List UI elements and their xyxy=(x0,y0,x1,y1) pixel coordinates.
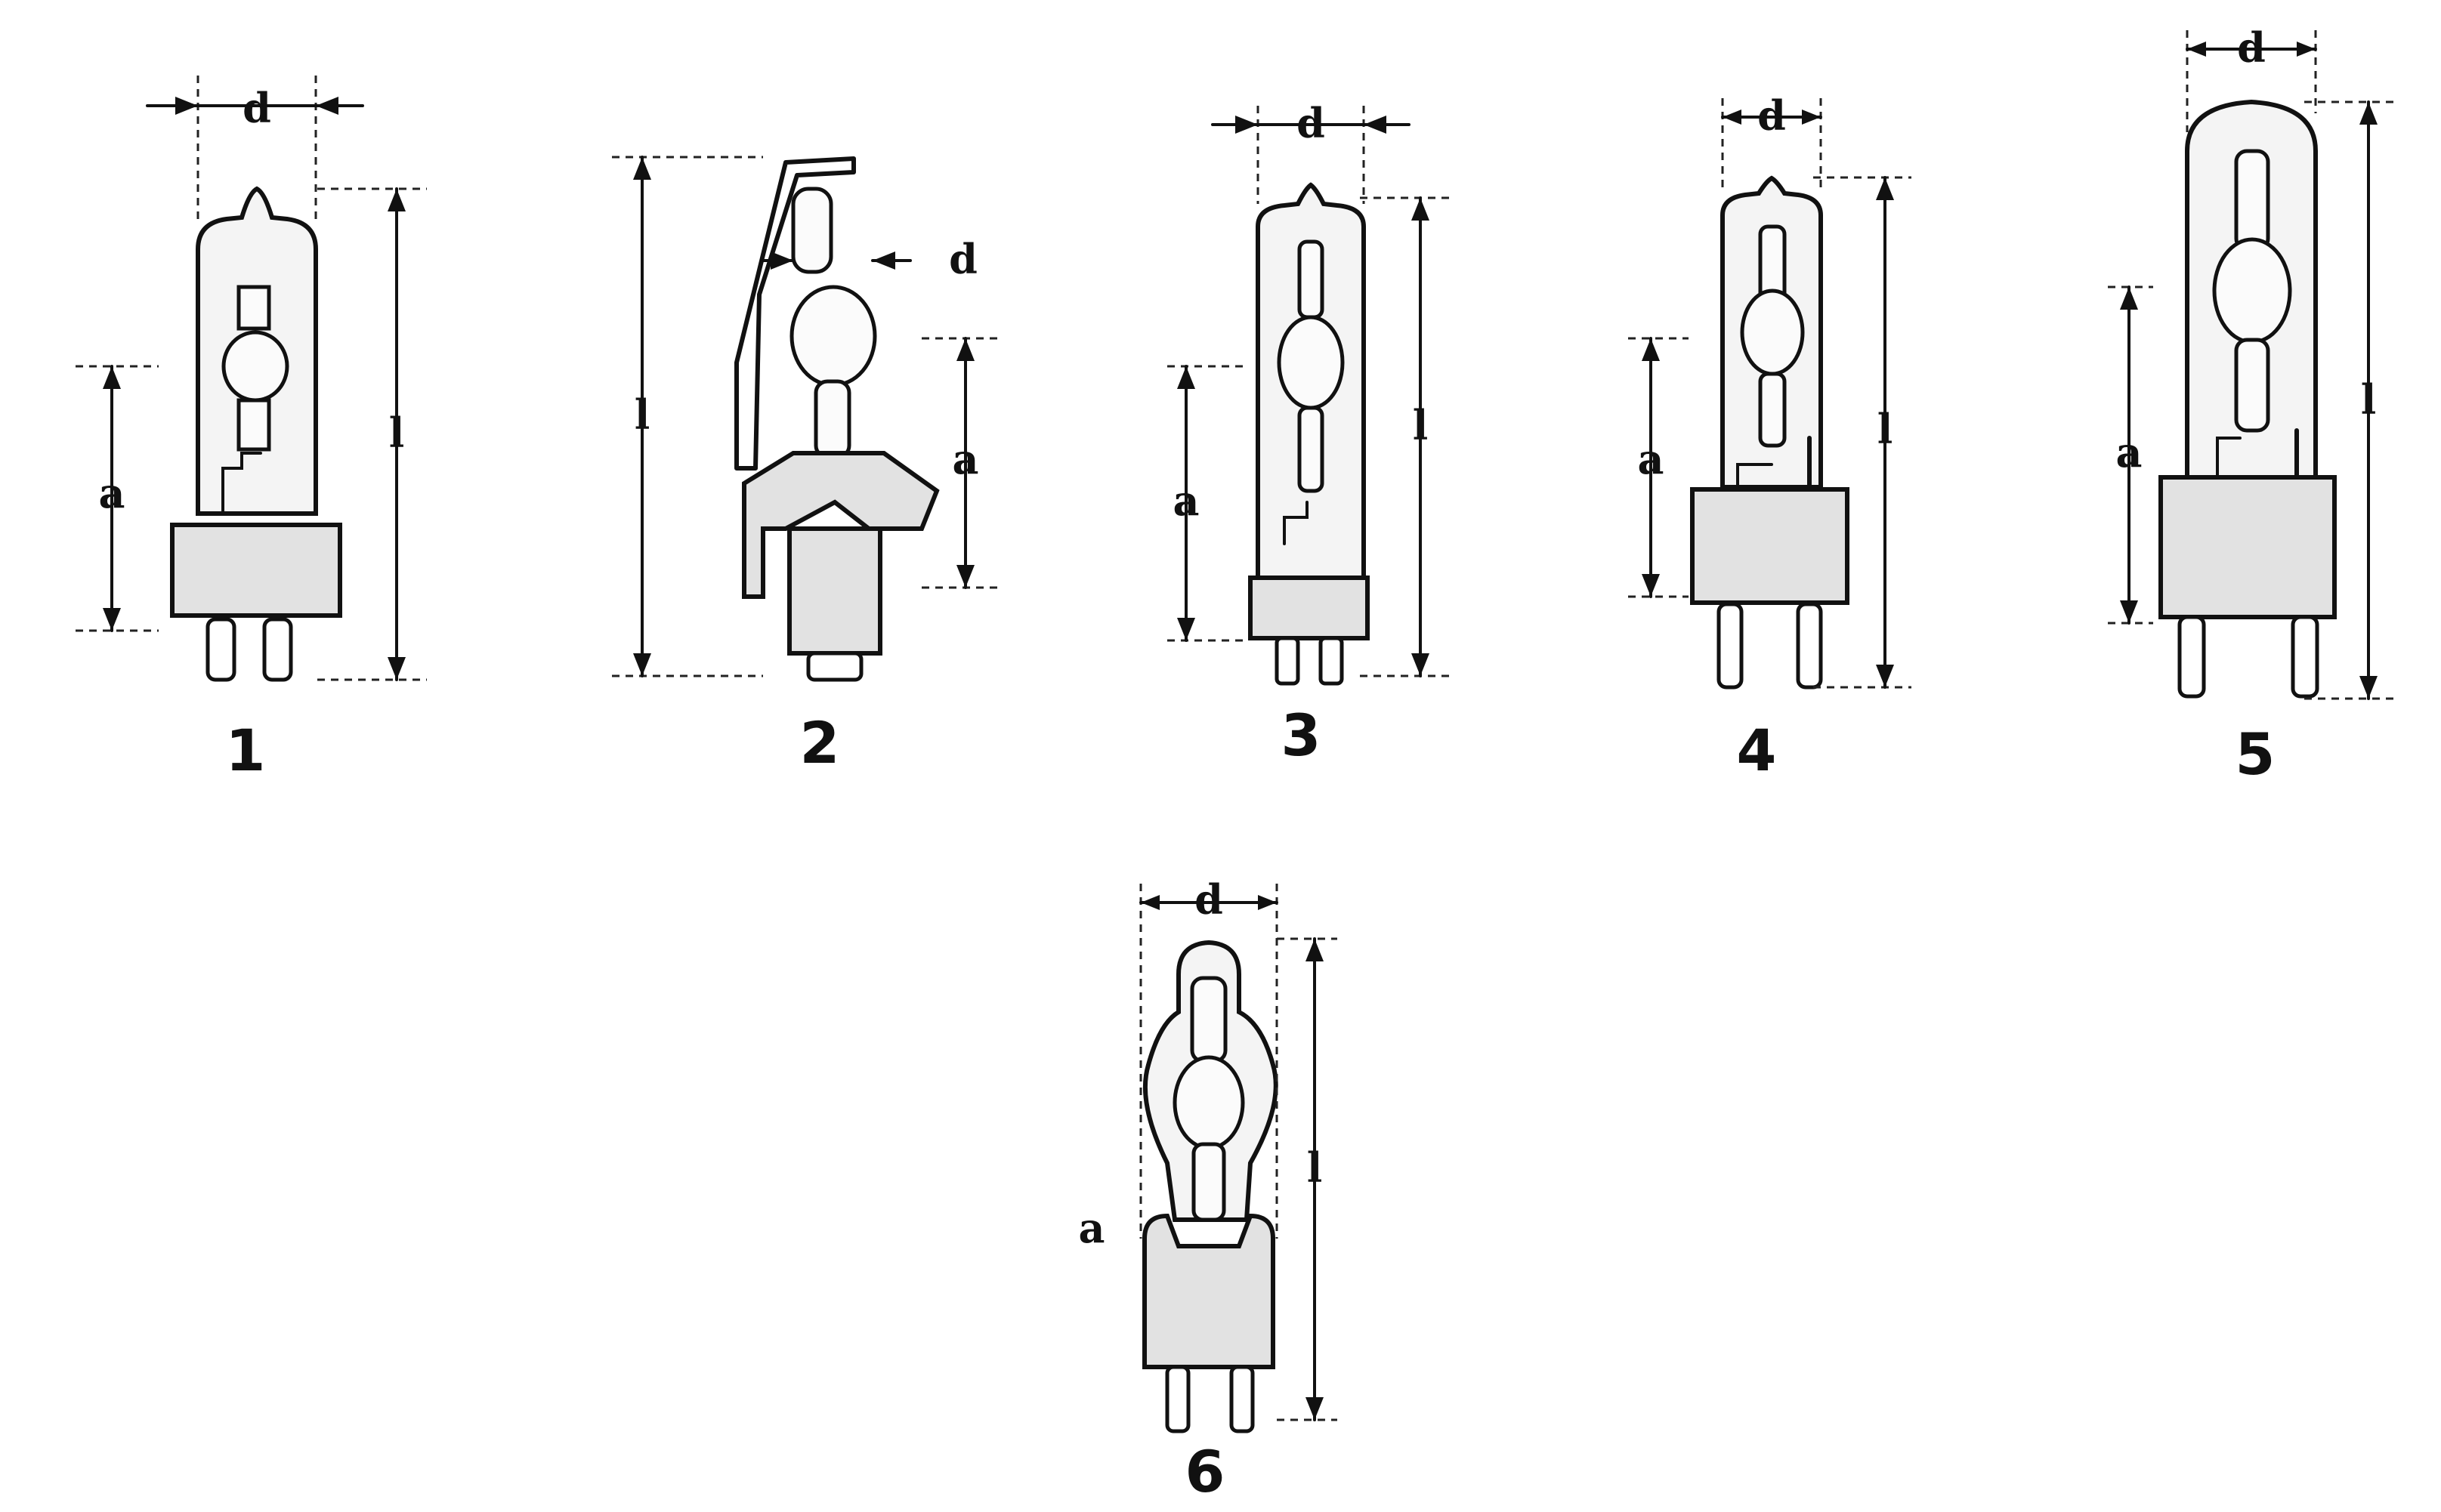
lamp-2-label-l: l xyxy=(635,390,650,439)
lamp-figure-6: d a l 6 xyxy=(1079,875,1337,1505)
lamp-5-drawing xyxy=(2158,99,2337,699)
lamp-5-label-a: a xyxy=(2116,428,2143,477)
lamp-5-arc-tube xyxy=(2212,237,2292,344)
lamp-1-arc-tube xyxy=(221,330,289,403)
lamp-5-lead-wire xyxy=(2216,437,2242,477)
lamp-3-label-l: l xyxy=(1413,401,1429,449)
lamp-2-contact xyxy=(806,651,864,682)
lamp-5-label-d: d xyxy=(2237,23,2266,72)
lamp-4-label-d: d xyxy=(1757,91,1786,140)
lamp-1-drawing xyxy=(170,186,342,682)
lamp-3-arc-tube xyxy=(1277,315,1345,410)
lamp-4-dimensions xyxy=(1628,98,1911,689)
lamp-2-arc-tube xyxy=(789,285,877,387)
lamp-1-upper-electrode xyxy=(236,285,271,331)
lamp-4-drawing xyxy=(1690,175,1849,690)
lamp-2-dimensions xyxy=(612,156,997,677)
lamp-figure-5: d a l 5 xyxy=(2108,23,2399,788)
lamp-6-label-d: d xyxy=(1194,875,1223,924)
lamp-3-lead-wire xyxy=(1283,501,1309,545)
lamp-1-label-d: d xyxy=(243,84,271,132)
lamp-1-pin-left xyxy=(205,617,236,682)
lamp-2-lower-electrode xyxy=(814,379,851,459)
lamp-4-lower-electrode xyxy=(1758,372,1787,448)
lamp-4-lead-wire xyxy=(1736,463,1773,489)
lamp-5-pin-right xyxy=(2291,615,2319,699)
lamp-2-base xyxy=(787,526,882,656)
figure-number-6: 6 xyxy=(1185,1438,1225,1505)
lamp-4-base xyxy=(1690,487,1849,605)
lamp-2-label-a: a xyxy=(953,435,979,483)
lamp-3-upper-electrode xyxy=(1297,239,1324,319)
figure-number-4: 4 xyxy=(1737,717,1777,784)
figure-number-2: 2 xyxy=(800,709,840,776)
lamp-3-label-a: a xyxy=(1173,477,1200,525)
lamp-6-lower-electrode xyxy=(1191,1142,1226,1222)
lamp-figure-1: d a l 1 xyxy=(76,76,427,784)
lamp-4-arc-tube xyxy=(1740,289,1805,376)
lamp-6-arc-tube xyxy=(1173,1055,1245,1150)
lamp-4-label-l: l xyxy=(1877,405,1893,453)
lamp-2-upper-electrode xyxy=(791,187,833,274)
lamp-3-drawing xyxy=(1248,182,1370,686)
lamp-3-base xyxy=(1248,575,1370,640)
lamp-4-label-a: a xyxy=(1638,435,1664,483)
lamp-1-base xyxy=(170,523,342,618)
lamp-6-label-l: l xyxy=(1307,1143,1323,1192)
lamp-6-dimensions xyxy=(1139,884,1337,1421)
lamp-figure-2: d a l 2 xyxy=(612,156,997,776)
lamp-4-pin-right xyxy=(1796,602,1823,690)
lamp-3-lower-electrode xyxy=(1297,406,1324,493)
lamp-1-label-a: a xyxy=(99,469,125,517)
lamp-1-label-l: l xyxy=(389,409,405,457)
lamp-5-upper-electrode xyxy=(2234,149,2270,251)
lamp-5-lower-electrode xyxy=(2234,338,2270,433)
lamp-6-drawing xyxy=(1142,940,1278,1433)
lamp-5-dimensions xyxy=(2108,30,2399,700)
lamp-2-socket xyxy=(742,451,940,599)
lamp-3-pin-right xyxy=(1318,636,1344,686)
figure-number-5: 5 xyxy=(2236,721,2276,788)
lamp-2-label-d: d xyxy=(949,235,978,283)
lamp-5-pin-left xyxy=(2177,615,2206,699)
lamp-5-label-l: l xyxy=(2361,375,2377,424)
lamp-5-base xyxy=(2158,475,2337,619)
lamp-6-pin-right xyxy=(1229,1365,1255,1433)
lamp-figure-3: d a l 3 xyxy=(1167,99,1451,769)
lamp-1-dimensions xyxy=(76,76,427,681)
lamp-6-pin-left xyxy=(1165,1365,1191,1433)
figure-number-1: 1 xyxy=(226,717,266,784)
lamp-3-pin-left xyxy=(1275,636,1300,686)
lamp-2-drawing xyxy=(734,156,940,682)
lamp-1-lead-wire xyxy=(221,452,262,515)
lamp-3-dimensions xyxy=(1167,106,1451,677)
lamp-6-label-a: a xyxy=(1079,1204,1105,1252)
lamp-1-lower-electrode xyxy=(236,398,271,452)
lamp-6-base xyxy=(1142,1213,1275,1369)
lamp-figure-4: d a l 4 xyxy=(1628,91,1911,784)
lamp-4-pin-left xyxy=(1716,602,1744,690)
lamp-1-pin-right xyxy=(262,617,293,682)
lamp-6-upper-electrode xyxy=(1190,976,1228,1063)
figure-number-3: 3 xyxy=(1281,702,1321,769)
lamp-2-reflector-arm xyxy=(734,156,856,471)
lamp-3-label-d: d xyxy=(1296,99,1325,147)
